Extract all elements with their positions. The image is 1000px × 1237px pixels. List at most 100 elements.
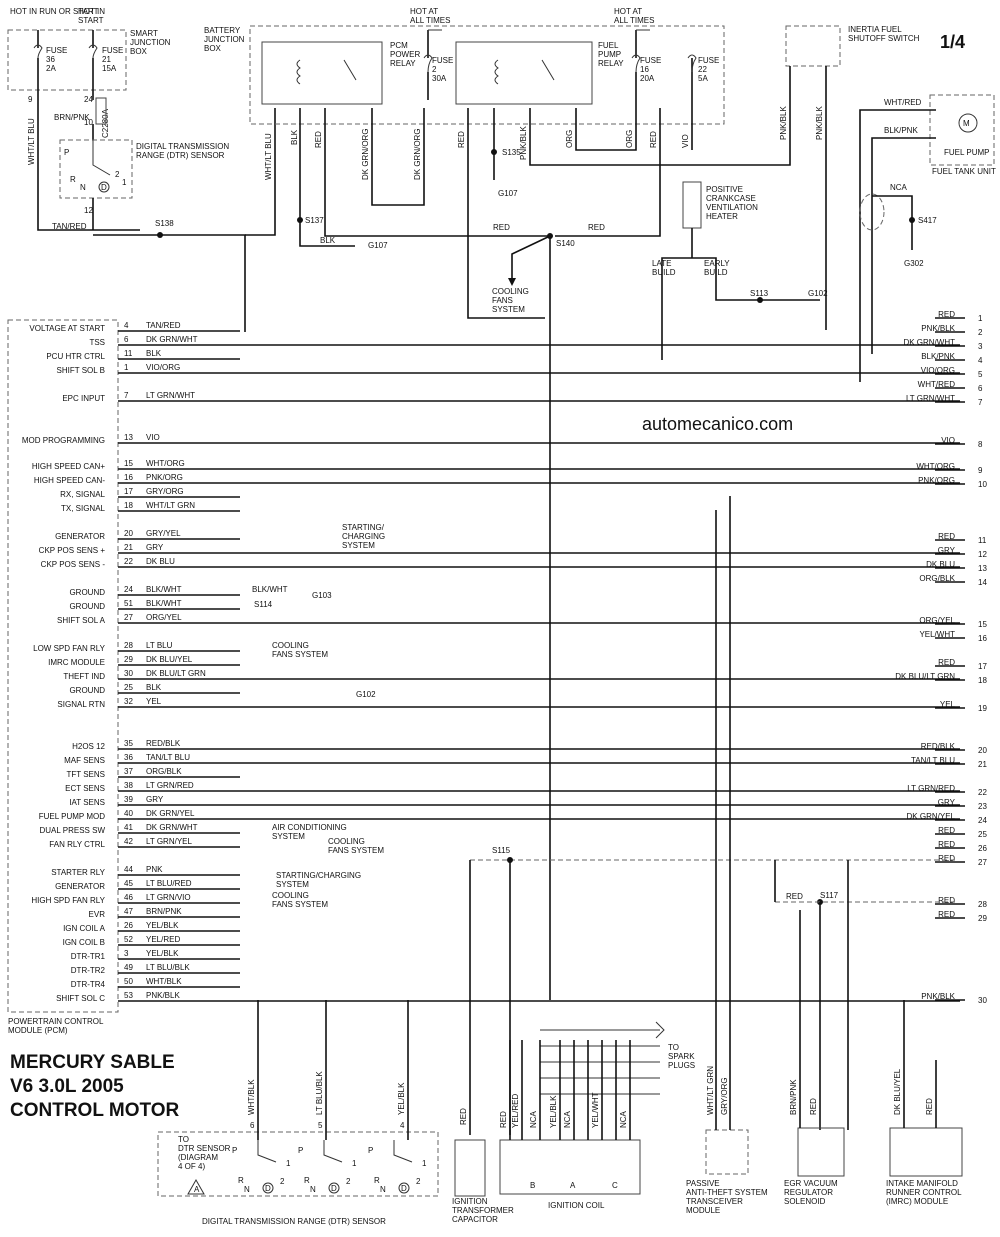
- ign-transformer-box: [454, 1139, 486, 1197]
- pcm-pin-name: TSS: [89, 338, 105, 347]
- pcm-pin-number: 15: [124, 459, 133, 468]
- pcm-pin-number: 18: [124, 501, 133, 510]
- tan-red-to-pcm-wire: [93, 234, 246, 332]
- dtr-top-switch: [92, 140, 111, 176]
- right-conn-number: 8: [978, 440, 983, 449]
- dtr-bottom-wires: [257, 1000, 409, 1140]
- pnk-blk-inertia-label-2: PNK/BLK: [815, 106, 824, 140]
- g102-label-mid: G102: [356, 690, 376, 699]
- right-conn-number: 18: [978, 676, 987, 685]
- right-conn-number: 24: [978, 816, 987, 825]
- dtr-d-circle: [262, 1182, 274, 1194]
- pcm-pin-wire: TAN/RED: [146, 321, 181, 330]
- pcm-pin-wire: YEL/BLK: [146, 921, 179, 930]
- right-conn-wire-label: RED: [938, 658, 955, 667]
- pcm-pin-name: DUAL PRESS SW: [40, 826, 106, 835]
- fuel-pump-motor: [958, 113, 978, 133]
- title-line-3: CONTROL MOTOR: [10, 1100, 180, 1121]
- right-conn-number: 1: [978, 314, 983, 323]
- to-dtr-triangle: [187, 1178, 205, 1195]
- right-conn-wire-label: DK BLU/LT GRN: [895, 672, 955, 681]
- red-imrc-label: RED: [925, 1098, 934, 1115]
- red-s140-left-label: RED: [493, 223, 510, 232]
- dtr-letter-1: 1: [286, 1159, 291, 1168]
- right-conn-wire-label: RED/BLK: [921, 742, 956, 751]
- right-conn-wire-label: VIO: [941, 436, 955, 445]
- pcm-pin-name: MOD PROGRAMMING: [22, 436, 105, 445]
- pcm-pin-number: 3: [124, 949, 129, 958]
- right-conn-number: 26: [978, 844, 987, 853]
- pcm-pin-name: IGN COIL A: [63, 924, 106, 933]
- pcm-pin-wire: GRY: [146, 543, 164, 552]
- right-conn-number: 20: [978, 746, 987, 755]
- pcm-pin-number: 13: [124, 433, 133, 442]
- pcm-pin-name: HIGH SPEED CAN-: [34, 476, 105, 485]
- pcm-pin-number: 44: [124, 865, 133, 874]
- pcm-pin-wire: VIO/ORG: [146, 363, 180, 372]
- pcm-pin-number: 52: [124, 935, 133, 944]
- dtr-top-1: 1: [122, 178, 127, 187]
- dtr-top-d-circle: [98, 181, 110, 193]
- title-line-2: V6 3.0L 2005: [10, 1076, 124, 1097]
- pcm-pin-number: 53: [124, 991, 133, 1000]
- pcm-pin-wire: DK BLU: [146, 557, 175, 566]
- pcm-pin-number: 50: [124, 977, 133, 986]
- pcm-pin-wire: DK GRN/WHT: [146, 823, 198, 832]
- right-conn-number: 14: [978, 578, 987, 587]
- pcm-pin-name: STARTER RLY: [51, 868, 105, 877]
- pcm-pin-wire: YEL/BLK: [146, 949, 179, 958]
- dtr-switch-blade: [257, 1140, 277, 1163]
- red-s140-wire: [555, 108, 661, 237]
- to-dtr-a: A: [194, 1185, 200, 1194]
- pin-12-label: 12: [84, 206, 93, 215]
- right-conn-wire-label: DK BLU: [926, 560, 955, 569]
- s138-splice: [157, 232, 163, 238]
- pcm-pin-number: 21: [124, 543, 133, 552]
- right-conn-number: 5: [978, 370, 983, 379]
- s113-label: S113: [750, 289, 769, 298]
- right-conn-wire-label: RED: [938, 310, 955, 319]
- dk-grn-org-label-2: DK GRN/ORG: [413, 128, 422, 180]
- dtr-letter-1: 1: [422, 1159, 427, 1168]
- red-transformer-label: RED: [459, 1108, 468, 1125]
- dtr-letter-d: D: [265, 1184, 271, 1193]
- dtr-letter-d: D: [401, 1184, 407, 1193]
- right-conn-wire-label: YEL/WHT: [919, 630, 955, 639]
- pcm-pin-number: 49: [124, 963, 133, 972]
- wht-blk-bottom-label: WHT/BLK: [247, 1079, 256, 1115]
- tan-red-top-label: TAN/RED: [52, 222, 87, 231]
- dtr-letter-2: 2: [346, 1177, 351, 1186]
- dk-blu-yel-imrc-label: DK BLU/YEL: [893, 1068, 902, 1115]
- pcm-pin-number: 37: [124, 767, 133, 776]
- dtr-d-circle: [328, 1182, 340, 1194]
- g102-label-top: G102: [808, 289, 828, 298]
- inertia-switch-wires: [789, 66, 827, 330]
- pcm-pin-number: 27: [124, 613, 133, 622]
- wht-lt-grn-bottom-label: WHT/LT GRN: [706, 1066, 715, 1115]
- pcm-pin-name: EVR: [89, 910, 106, 919]
- right-conn-number: 2: [978, 328, 983, 337]
- right-conn-wire-label: ORG/BLK: [919, 574, 955, 583]
- dtr-pin-4: 4: [400, 1121, 405, 1130]
- right-conn-number: 6: [978, 384, 983, 393]
- pcm-pin-name: GROUND: [69, 588, 105, 597]
- dtr-sensor-bottom-box: [157, 1131, 439, 1197]
- pcm-pin-number: 39: [124, 795, 133, 804]
- pcm-pin-name: HIGH SPEED CAN+: [32, 462, 105, 471]
- pcm-pin-name: GENERATOR: [55, 882, 105, 891]
- fuse21-symbol: [88, 44, 98, 59]
- blk-g107-wire: [299, 220, 355, 247]
